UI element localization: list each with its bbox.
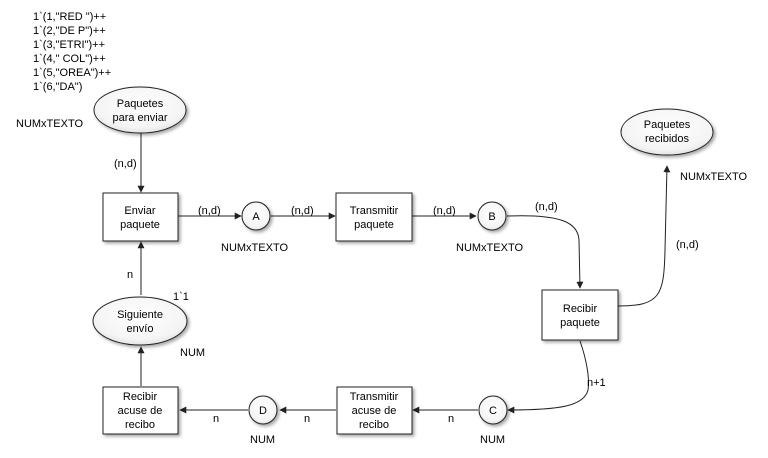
place-label: envío [127,323,154,335]
transition-label: paquete [354,219,394,231]
transition-label: acuse de [352,405,397,417]
marking-line: 1`(3,"ETRI")++ [33,39,105,51]
place-paquetes-recibidos: Paquetes recibidos [620,108,714,156]
arc-label: (n,d) [198,205,221,217]
place-paquetes-para-enviar: Paquetes para enviar [93,86,187,134]
transition-label: Transmitir [350,391,399,403]
marking-line: 1`(2,"DE P")++ [33,25,106,37]
initial-marking: 1`(1,"RED ")++ 1`(2,"DE P")++ 1`(3,"ETRI… [33,11,111,93]
place-label: para enviar [112,112,167,124]
place-label: C [489,405,497,417]
place-a: A [241,201,271,231]
arc-label: (n,d) [433,205,456,217]
transition-label: paquete [560,317,600,329]
arc-label: (n,d) [535,201,558,213]
place-label: Siguiente [117,309,163,321]
transition-label: recibo [359,419,389,431]
arc-label: (n,d) [114,158,137,170]
place-label: Paquetes [117,98,164,110]
marking-line: 1`(5,"OREA")++ [33,67,111,79]
transition-enviar-paquete: Enviar paquete [102,192,179,242]
place-marking: 1`1 [173,291,189,303]
place-b: B [477,201,507,231]
arc-labels: (n,d) (n,d) (n,d) (n,d) (n,d) (n,d) n n+… [114,158,699,425]
place-type: NUM [180,347,205,359]
transition-recibir-acuse: Recibir acuse de recibo [102,386,179,435]
place-type: NUMxTEXTO [456,242,523,254]
place-label: recibidos [645,133,690,145]
transition-label: Recibir [123,391,158,403]
arc-recibir-to-c [507,340,589,414]
place-label: Paquetes [644,119,691,131]
place-type: NUM [480,434,505,446]
transition-transmitir-paquete: Transmitir paquete [335,192,413,242]
arcs [137,132,671,414]
place-type: NUMxTEXTO [16,118,83,130]
transition-label: Enviar [124,205,156,217]
place-d: D [248,395,278,425]
transition-recibir-paquete: Recibir paquete [541,289,619,341]
transition-label: Transmitir [350,205,399,217]
place-type: NUMxTEXTO [680,171,747,183]
place-siguiente-envio: Siguiente envío [92,296,188,346]
place-label: A [252,211,260,223]
marking-line: 1`(1,"RED ")++ [33,11,106,23]
arc-label: (n,d) [291,205,314,217]
arc-b-to-recibir [506,215,584,289]
arc-label: n [127,269,133,281]
transition-transmitir-acuse: Transmitir acuse de recibo [336,386,413,435]
arc-recibir-to-recibidos [617,165,671,307]
place-label: B [488,211,495,223]
place-label: D [259,405,267,417]
transition-label: Recibir [563,303,598,315]
place-type: NUMxTEXTO [221,242,288,254]
arc-label: (n,d) [676,239,699,251]
arc-label: n+1 [587,377,606,389]
marking-line: 1`(6,"DA") [33,81,82,93]
arc-label: n [213,413,219,425]
marking-line: 1`(4," COL")++ [33,53,106,65]
transition-label: paquete [120,219,160,231]
transition-label: acuse de [118,405,163,417]
arc-label: n [448,413,454,425]
transition-label: recibo [125,419,155,431]
place-type: NUM [250,434,275,446]
place-c: C [478,395,508,425]
arc-label: n [304,413,310,425]
